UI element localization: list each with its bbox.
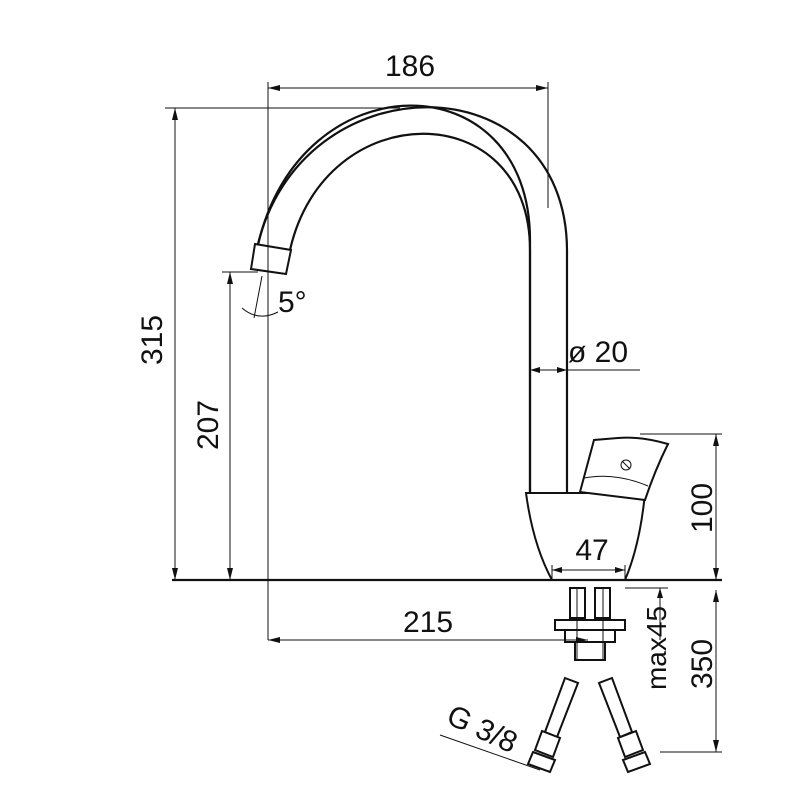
dim-label-tilt-angle: 5° bbox=[278, 286, 307, 319]
dim-label-width-top: 186 bbox=[385, 50, 435, 83]
handle-lever bbox=[578, 436, 670, 502]
dim-reach bbox=[268, 637, 588, 643]
dim-label-height-spout: 207 bbox=[192, 400, 225, 450]
flexible-hoses bbox=[526, 676, 652, 774]
dim-label-max-thickness: max45 bbox=[641, 606, 672, 690]
dim-label-hose-length: 350 bbox=[686, 639, 719, 689]
aerator-tip bbox=[249, 242, 293, 276]
dim-width-top bbox=[267, 82, 549, 640]
dim-tilt-angle bbox=[241, 272, 279, 320]
dim-hose-length bbox=[660, 590, 722, 753]
dim-label-tube-diameter: ø 20 bbox=[568, 336, 628, 369]
dim-height-spout bbox=[222, 271, 258, 580]
dim-label-reach: 215 bbox=[403, 606, 453, 639]
dim-tube-diameter bbox=[530, 367, 640, 373]
dim-thread bbox=[439, 734, 541, 771]
faucet-spout bbox=[256, 104, 532, 492]
dim-height-total bbox=[165, 107, 400, 580]
faucet-spout-outline bbox=[255, 106, 569, 492]
handle-lever-seam bbox=[583, 475, 649, 487]
fixing-kit bbox=[554, 587, 626, 661]
dim-height-body bbox=[640, 433, 722, 580]
dim-label-thread: G 3/8 bbox=[442, 699, 522, 760]
handle-screw bbox=[620, 459, 632, 471]
dim-label-height-body: 100 bbox=[686, 483, 719, 533]
dim-base-width bbox=[551, 565, 626, 580]
dim-max-thickness bbox=[625, 587, 668, 640]
dim-label-base-width: 47 bbox=[575, 534, 608, 567]
dim-label-height-total: 315 bbox=[136, 315, 169, 365]
